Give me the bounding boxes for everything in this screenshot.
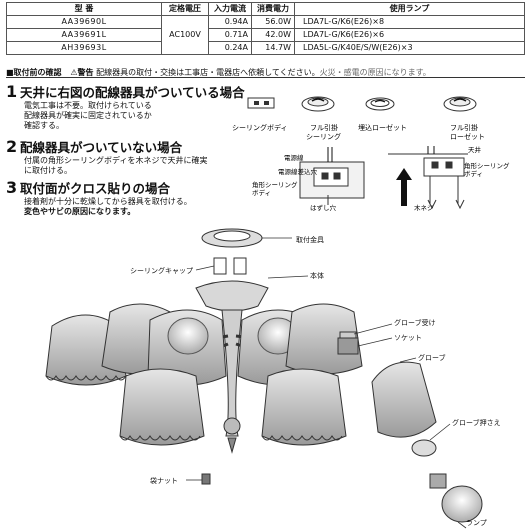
mount-bracket-icon (201, 228, 263, 248)
globe-icon-3 (147, 309, 227, 386)
chandelier-diagram (45, 228, 483, 529)
mount-bracket-label: 取付金具 (296, 236, 324, 244)
step-title: 取付面がクロス貼りの場合 (20, 181, 171, 196)
step-number: 3 (6, 178, 18, 197)
voltage-cell: AC100V (161, 15, 209, 55)
step-title: 配線器具がついていない場合 (20, 140, 183, 155)
header-lamp: 使用ランプ (294, 2, 525, 16)
header-power: 消費電力 (251, 2, 295, 16)
power-line-label: 電源線 (284, 153, 304, 162)
globe-icon-7 (261, 368, 347, 446)
instruction-section (6, 77, 525, 231)
detached-globe-icon (371, 361, 437, 438)
step-body: 付属の角形シーリングボディを木ネジで天井に確実 に取付ける。 (24, 156, 207, 176)
ceiling-label: 天井 (468, 145, 482, 154)
full-hook-ceiling-label: フル引掛シーリング (306, 123, 341, 141)
embed-rosette-label: 埋込ローゼット (358, 123, 407, 132)
lamp-label: ランプ (466, 519, 487, 527)
step-number: 1 (6, 82, 18, 101)
canopy-icon (195, 280, 269, 312)
table-row: AA39691L 0.71A 42.0W LDA7L-G/K6(E26)×6 (6, 28, 525, 42)
model-cell: AA39690L (6, 15, 162, 29)
step-line: に取付ける。 (24, 166, 72, 175)
warning-text: 配線器具の取付・交換は工事店・電器店へ依頼してください。 (96, 68, 320, 77)
model-cell: AA39691L (6, 28, 162, 42)
header-voltage: 定格電圧 (161, 2, 209, 16)
step-line: 確認する。 (24, 121, 64, 130)
current-cell: 0.94A (208, 15, 252, 29)
globe-retainer-label: グローブ押さえ (452, 419, 501, 427)
confirm-title: ■取付前の確認 (6, 68, 62, 77)
full-hook-ceiling-icon (301, 96, 335, 112)
step-body: 接着剤が十分に乾燥してから器具を取付ける。 変色やサビの原因になります。 (24, 197, 192, 217)
header-current: 入力電流 (208, 2, 252, 16)
power-cell: 42.0W (251, 28, 295, 42)
square-body-label: 角形シーリングボディ (252, 180, 298, 197)
step-title: 天井に右図の配線器具がついている場合 (20, 85, 245, 100)
lamp-cell: LDA5L-G/K40E/S/W(E26)×3 (294, 41, 525, 55)
wood-screw-label: 木ネジ (414, 203, 434, 212)
warning-mark: ⚠警告 (70, 68, 94, 77)
power-cell: 56.0W (251, 15, 295, 29)
globe-icon-6 (119, 368, 205, 446)
main-body-label: 本体 (310, 272, 324, 280)
table-row: AA39690L AC100V 0.94A 56.0W LDA7L-G/K6(E… (6, 15, 525, 55)
globe-label: グローブ (418, 354, 446, 362)
wiring-devices-illustration: シーリングボディ フル引掛シーリング 埋込ローゼット フル引掛ローゼット (232, 96, 510, 212)
warning-text-group: ⚠警告 配線器具の取付・交換は工事店・電器店へ依頼してください。火災・感電の原因… (70, 68, 430, 77)
full-hook-rosette-label: フル引掛ローゼット (450, 123, 485, 141)
warning-tail: 火災・感電の原因になります。 (319, 68, 431, 77)
insert-hole-label: 電源線差込穴 (278, 167, 318, 176)
globe-retainer-icon (411, 439, 437, 457)
bag-nut-label: 袋ナット (150, 477, 178, 485)
step-line: 電気工事は不要。取付けられている (24, 101, 152, 110)
lamp-cell: LDA7L-G/K6(E26)×8 (294, 15, 525, 29)
leader-lines (186, 237, 467, 529)
model-cell: AH39693L (6, 41, 162, 55)
globe-holder-label: グローブ受け (394, 319, 436, 327)
step-line: 付属の角形シーリングボディを木ネジで天井に確実 (24, 156, 208, 165)
confirm-bar: ■取付前の確認 ⚠警告 配線器具の取付・交換は工事店・電器店へ依頼してください。… (6, 67, 431, 78)
step-line: 接着剤が十分に乾燥してから器具を取付ける。 (24, 197, 192, 206)
embed-rosette-icon (365, 97, 395, 111)
power-cell: 14.7W (251, 41, 295, 55)
header-model: 型 番 (6, 2, 162, 16)
installation-diagram-right (388, 146, 468, 210)
ceiling-cap-label: シーリングキャップ (130, 267, 193, 275)
table-row: AH39693L 0.24A 14.7W LDA5L-G/K40E/S/W(E2… (6, 41, 525, 55)
installation-diagram (299, 147, 365, 205)
spec-table: 型 番 定格電圧 入力電流 消費電力 使用ランプ AA39690L AC100V… (6, 2, 525, 55)
ceiling-cap-icon (213, 257, 247, 275)
lamp-cell: LDA7L-G/K6(E26)×6 (294, 28, 525, 42)
step-number: 2 (6, 137, 18, 156)
bag-nut-icon (201, 473, 211, 485)
remove-hole-label: はずし穴 (310, 203, 337, 212)
socket-icon (337, 331, 359, 355)
up-arrow-icon (396, 168, 412, 206)
step-line: 配線器具が確実に固定されているか (24, 111, 152, 120)
step-body: 電気工事は不要。取付けられている 配線器具が確実に固定されているか 確認する。 (24, 101, 245, 131)
ceiling-body-label: シーリングボディ (232, 123, 288, 132)
square-body-label-2: 角形シーリングボディ (464, 161, 510, 178)
lamp-icon (429, 473, 483, 523)
ceiling-body-icon (247, 97, 275, 109)
current-cell: 0.71A (208, 28, 252, 42)
spec-header-row: 型 番 定格電圧 入力電流 消費電力 使用ランプ (6, 2, 525, 16)
current-cell: 0.24A (208, 41, 252, 55)
socket-label: ソケット (394, 334, 422, 342)
full-hook-rosette-icon (443, 96, 477, 112)
center-stem-icon (221, 309, 243, 454)
step-warning-line: 変色やサビの原因になります。 (24, 207, 136, 216)
